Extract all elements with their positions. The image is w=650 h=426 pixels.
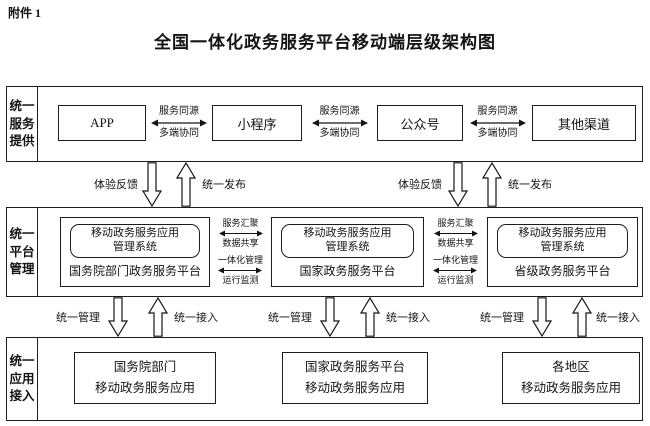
- access-label: 统一接入: [386, 312, 430, 324]
- link-label: 服务汇聚: [222, 218, 259, 228]
- manage-label: 统一管理: [56, 312, 100, 324]
- double-arrow-icon: [218, 267, 263, 274]
- management-system-box: 移动政务服务应用 管理系统: [281, 224, 414, 258]
- link-label: 一体化管理: [432, 255, 478, 266]
- band-service-label: 统一 服务 提供: [7, 87, 38, 161]
- band-label-line: 提供: [9, 134, 35, 149]
- band-platform-label: 统一 平台 管理: [7, 208, 38, 296]
- feedback-label: 体验反馈: [398, 179, 442, 191]
- band-label-line: 服务: [9, 116, 35, 131]
- channel-label: 公众号: [400, 116, 440, 132]
- band-label-line: 统一: [9, 354, 35, 369]
- platform-box-national: 移动政务服务应用 管理系统 国家政务服务平台: [271, 217, 424, 287]
- link-share: 服务汇聚 数据共享: [218, 218, 263, 249]
- app-name-line: 各地区: [552, 359, 590, 374]
- attachment-label: 附件 1: [8, 6, 42, 20]
- down-arrow-icon: [320, 297, 340, 337]
- management-system-box: 移动政务服务应用 管理系统: [70, 224, 200, 258]
- double-arrow-icon: [218, 230, 263, 237]
- sync-label-bottom: 多端协同: [319, 128, 360, 139]
- system-name-line: 管理系统: [325, 241, 370, 253]
- band-label-line: 统一: [9, 99, 35, 114]
- management-system-box: 移动政务服务应用 管理系统: [497, 224, 628, 258]
- up-arrow-icon: [176, 162, 196, 207]
- up-arrow-icon: [360, 297, 380, 337]
- channel-sync-link: 服务同源 多端协同: [303, 102, 376, 144]
- system-name-line: 管理系统: [113, 241, 157, 253]
- band-app-label: 统一 应用 接入: [7, 338, 38, 420]
- channel-sync-link: 服务同源 多端协同: [147, 102, 211, 144]
- platform-box-provincial: 移动政务服务应用 管理系统 省级政务服务平台: [487, 217, 638, 287]
- channel-label: 其他渠道: [557, 116, 610, 132]
- publish-label: 统一发布: [508, 179, 552, 191]
- down-arrow-icon: [532, 297, 552, 337]
- system-name-line: 移动政务服务应用: [303, 227, 392, 240]
- app-box-state-council: 国务院部门 移动政务服务应用: [74, 352, 216, 404]
- platform-link-group: 服务汇聚 数据共享 一体化管理 运行监测: [424, 218, 487, 286]
- link-label: 服务汇聚: [437, 218, 474, 228]
- up-arrow-icon: [482, 162, 502, 207]
- channel-box-app: APP: [58, 105, 146, 141]
- feedback-label: 体验反馈: [94, 179, 138, 191]
- platform-link-group: 服务汇聚 数据共享 一体化管理 运行监测: [210, 218, 271, 286]
- double-arrow-icon: [151, 119, 207, 127]
- down-arrow-icon: [108, 297, 128, 337]
- up-arrow-icon: [148, 297, 168, 337]
- app-box-national: 国家政务服务平台 移动政务服务应用: [282, 352, 428, 404]
- link-monitor: 一体化管理 运行监测: [218, 255, 263, 286]
- channel-box-official-account: 公众号: [377, 105, 463, 141]
- up-arrow-icon: [572, 297, 592, 337]
- platform-box-state-council: 移动政务服务应用 管理系统 国务院部门政务服务平台: [60, 217, 210, 287]
- diagram-title: 全国一体化政务服务平台移动端层级架构图: [154, 33, 496, 52]
- channel-box-other: 其他渠道: [532, 105, 636, 141]
- platform-name: 省级政务服务平台: [514, 264, 611, 278]
- down-arrow-icon: [448, 162, 468, 207]
- app-name-line: 移动政务服务应用: [94, 381, 195, 395]
- access-label: 统一接入: [174, 312, 218, 324]
- band-label-line: 平台: [9, 244, 35, 259]
- link-label: 一体化管理: [217, 255, 263, 266]
- channel-sync-link: 服务同源 多端协同: [464, 102, 531, 144]
- double-arrow-icon: [433, 267, 478, 274]
- link-label: 数据共享: [437, 237, 474, 248]
- channel-label: 小程序: [237, 116, 277, 132]
- band-label-line: 应用: [9, 371, 35, 386]
- manage-label: 统一管理: [268, 312, 312, 324]
- band-label-line: 管理: [9, 262, 35, 277]
- platform-name: 国家政务服务平台: [299, 264, 396, 278]
- double-arrow-icon: [311, 119, 368, 127]
- down-arrow-icon: [142, 162, 162, 207]
- link-share: 服务汇聚 数据共享: [433, 218, 478, 249]
- manage-label: 统一管理: [480, 312, 524, 324]
- sync-label-top: 服务同源: [159, 105, 199, 117]
- system-name-line: 管理系统: [540, 241, 585, 253]
- channel-label: APP: [90, 115, 114, 130]
- system-name-line: 移动政务服务应用: [518, 227, 607, 240]
- app-box-regional: 各地区 移动政务服务应用: [502, 352, 640, 404]
- access-label: 统一接入: [596, 312, 640, 324]
- app-name-line: 国务院部门: [113, 359, 177, 374]
- link-monitor: 一体化管理 运行监测: [433, 255, 478, 286]
- sync-label-bottom: 多端协同: [159, 128, 199, 139]
- sync-label-top: 服务同源: [477, 105, 518, 117]
- channel-box-miniprogram: 小程序: [212, 105, 302, 141]
- link-label: 运行监测: [222, 275, 259, 286]
- band-label-line: 接入: [9, 389, 35, 404]
- double-arrow-icon: [469, 119, 526, 127]
- app-name-line: 移动政务服务应用: [520, 381, 621, 395]
- double-arrow-icon: [433, 230, 478, 237]
- sync-label-bottom: 多端协同: [477, 128, 518, 139]
- sync-label-top: 服务同源: [319, 105, 360, 117]
- platform-name: 国务院部门政务服务平台: [68, 264, 201, 278]
- app-name-line: 国家政务服务平台: [304, 359, 405, 374]
- link-label: 数据共享: [222, 237, 259, 248]
- link-label: 运行监测: [437, 275, 474, 286]
- app-name-line: 移动政务服务应用: [304, 381, 405, 395]
- band-label-line: 统一: [9, 227, 35, 242]
- publish-label: 统一发布: [202, 179, 246, 191]
- system-name-line: 移动政务服务应用: [91, 227, 179, 240]
